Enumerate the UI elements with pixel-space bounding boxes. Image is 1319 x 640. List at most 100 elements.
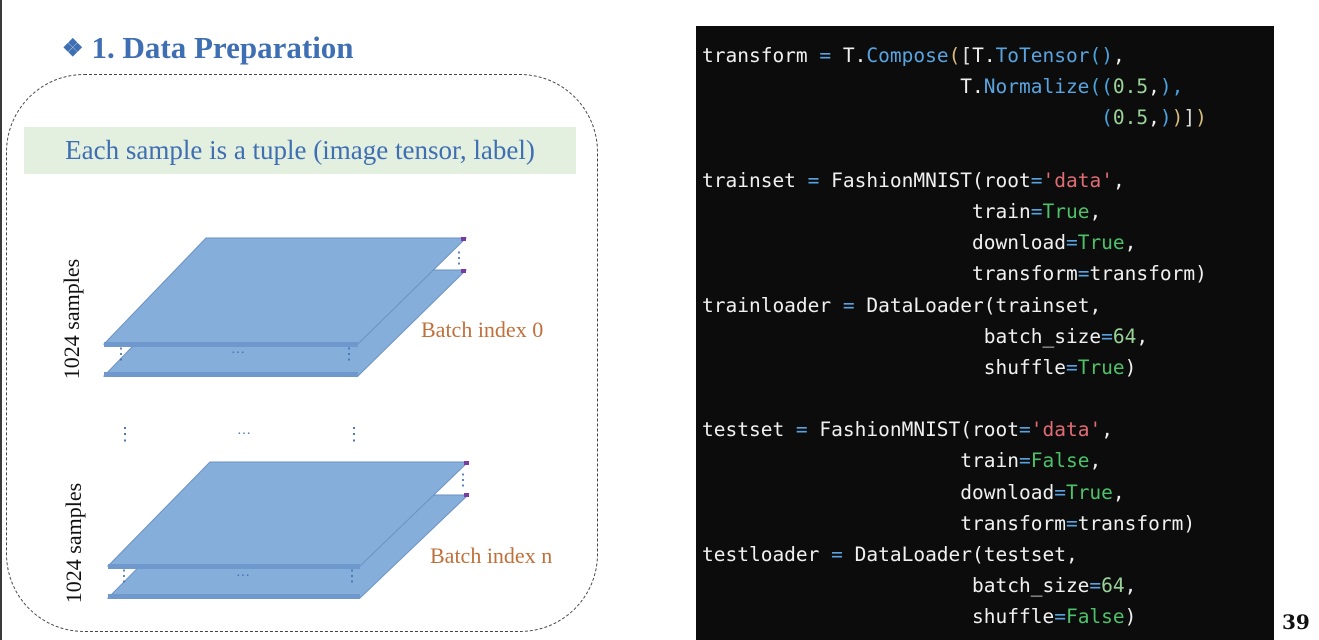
code-line: download=True,: [702, 477, 1274, 508]
code-line: train=False,: [702, 445, 1274, 476]
batch-0-lower-sheet-edge: [104, 372, 358, 377]
slide-title: ❖ 1. Data Preparation: [62, 28, 354, 68]
batch-0-upper-sheet: [102, 237, 468, 345]
code-token: train: [702, 449, 1019, 473]
code-token: False: [1030, 449, 1090, 473]
code-token: T.: [972, 44, 996, 67]
code-line: T.Normalize((0.5,),: [702, 71, 1274, 102]
code-token: batch_size: [702, 574, 1090, 598]
code-token: train: [702, 199, 1031, 223]
code-token: ToTensor: [995, 44, 1090, 67]
code-token: T.: [831, 44, 867, 67]
code-token: T.: [702, 75, 984, 99]
code-token: transform: [702, 511, 1066, 535]
code-token: [702, 106, 1101, 129]
batch-n-corner-marker-2: [464, 493, 469, 497]
batch-0-corner-marker: [461, 237, 466, 241]
between-batches-dots-right: ⋮: [345, 424, 363, 444]
code-token: ,: [1124, 574, 1137, 598]
code-token: ): [1171, 106, 1184, 130]
code-token: 'data': [1042, 168, 1113, 192]
batch-label-top: Batch index 0: [421, 317, 544, 342]
code-token: ,: [1136, 324, 1149, 348]
code-line: testloader = DataLoader(testset,: [702, 539, 1274, 570]
code-token: =: [1065, 511, 1078, 535]
code-line: [702, 134, 1274, 165]
code-line: download=True,: [702, 227, 1274, 258]
batch-n-lower-sheet-edge: [108, 594, 360, 599]
code-token: Compose: [866, 44, 949, 67]
code-token: shuffle: [702, 605, 1055, 629]
code-token: ),: [1159, 75, 1184, 99]
between-batches-dots-left: ⋮: [116, 424, 134, 444]
code-token: DataLoader(testset,: [842, 543, 1078, 566]
code-token: =: [1065, 355, 1078, 379]
diamond-bullet-icon: ❖: [62, 35, 84, 62]
code-token: =: [1054, 480, 1066, 504]
code-token: ): [1124, 605, 1137, 629]
batch-stack-svg: [102, 237, 470, 599]
between-batches-dots-middle: ···: [237, 427, 251, 442]
code-token: False: [1065, 605, 1125, 629]
code-line: trainset = FashionMNIST(root='data',: [702, 165, 1274, 196]
code-token: ,: [1101, 418, 1113, 442]
code-token: =: [831, 543, 843, 566]
diagram-dashed-container: [6, 74, 598, 632]
code-token: trainloader: [702, 293, 843, 317]
code-token: ,: [1112, 168, 1125, 192]
code-token: ,: [1089, 449, 1102, 473]
batch-n-upper-sheet: [106, 461, 470, 567]
code-token: DataLoader(trainset,: [854, 293, 1102, 317]
batch-n-dots-corner: ⋮: [455, 472, 471, 489]
code-token: =: [1018, 449, 1031, 473]
code-token: transform: [702, 262, 1078, 286]
code-token: testset: [702, 418, 796, 442]
code-line: trainloader = DataLoader(trainset,: [702, 290, 1274, 321]
code-token: transform): [1089, 262, 1207, 286]
code-token: =: [819, 44, 832, 67]
code-token: True: [1042, 199, 1090, 223]
code-token: ,: [1124, 231, 1137, 255]
code-token: 0.5: [1112, 75, 1149, 99]
code-token: =: [1019, 418, 1031, 442]
code-block: transform = T.Compose([T.ToTensor(), T.N…: [702, 40, 1274, 633]
code-token: 64: [1112, 324, 1137, 348]
code-line: shuffle=False): [702, 601, 1274, 632]
code-token: 'data': [1030, 418, 1102, 442]
code-line: train=True,: [702, 196, 1274, 227]
code-token: transform: [702, 44, 820, 67]
code-token: ,: [1089, 199, 1102, 223]
code-token: testloader: [702, 543, 832, 566]
code-token: =: [1089, 574, 1102, 598]
code-token: =: [1030, 199, 1043, 223]
batch-label-bottom: Batch index n: [430, 543, 553, 568]
code-token: ,: [1148, 106, 1160, 130]
code-line: transform = T.Compose([T.ToTensor(),: [702, 40, 1274, 71]
code-token: =: [1101, 324, 1113, 348]
code-token: =: [1054, 605, 1066, 629]
code-token: True: [1077, 355, 1125, 379]
code-token: FashionMNIST(root: [807, 418, 1019, 442]
code-token: 64: [1101, 574, 1125, 598]
tuple-caption: Each sample is a tuple (image tensor, la…: [24, 127, 576, 174]
code-token: True: [1077, 231, 1125, 255]
code-panel: transform = T.Compose([T.ToTensor(), T.N…: [696, 26, 1274, 640]
code-token: ((: [1089, 75, 1113, 99]
batch-0-dots-corner: ⋮: [451, 250, 467, 267]
code-token: =: [807, 168, 820, 192]
code-token: trainset: [702, 168, 808, 192]
code-token: [: [960, 44, 973, 67]
code-token: shuffle: [702, 355, 1066, 379]
samples-label-bottom: 1024 samples: [61, 482, 86, 604]
samples-label-top: 1024 samples: [59, 258, 84, 380]
slide-title-text: 1. Data Preparation: [91, 30, 354, 65]
batch-0-dots-right: ⋮: [341, 346, 357, 363]
code-token: 0.5: [1112, 106, 1149, 130]
code-token: ,: [1112, 44, 1125, 67]
code-token: FashionMNIST(root: [819, 168, 1031, 192]
code-token: =: [842, 293, 855, 317]
batch-n-upper-sheet-edge: [108, 564, 360, 569]
code-token: True: [1065, 480, 1113, 504]
code-token: ): [1124, 355, 1137, 379]
code-token: transform): [1077, 511, 1196, 535]
